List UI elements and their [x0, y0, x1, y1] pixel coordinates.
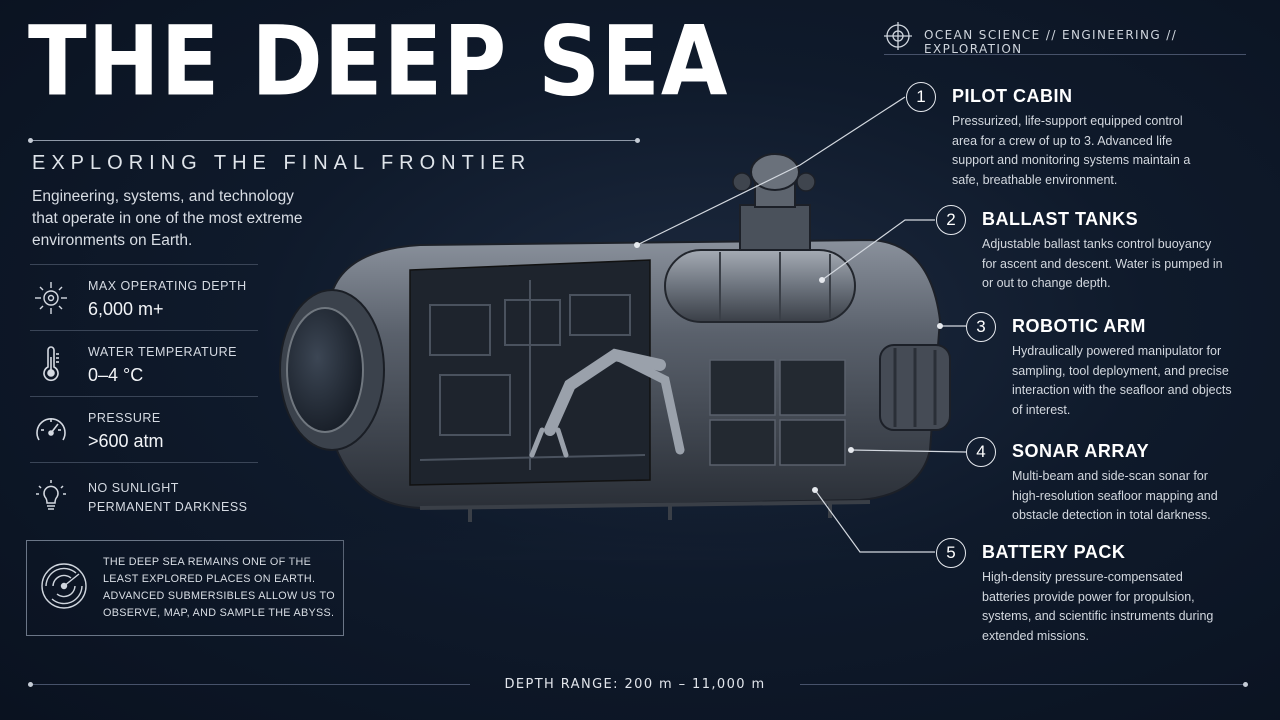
stat-value: PERMANENT DARKNESS	[88, 500, 248, 514]
tagline-text: OCEAN SCIENCE // ENGINEERING // EXPLORAT…	[924, 28, 1178, 56]
callout-number: 3	[966, 312, 996, 342]
divider-dot	[635, 138, 640, 143]
stat-label: WATER TEMPERATURE	[88, 345, 238, 359]
callout-title: BATTERY PACK	[982, 542, 1126, 562]
depth-range-label: DEPTH RANGE: 200 m – 11,000 m	[504, 677, 766, 692]
intro-text: Engineering, systems, and technology tha…	[32, 188, 303, 249]
stat-label: NO SUNLIGHT	[88, 481, 179, 495]
callout-title: SONAR ARRAY	[1012, 441, 1150, 461]
footer-divider-right	[800, 682, 1248, 687]
callout-title: ROBOTIC ARM	[1012, 316, 1146, 336]
sonar-icon	[41, 563, 87, 609]
crosshair-icon	[884, 22, 912, 50]
stat-value: 0–4 °C	[88, 365, 144, 385]
leader-endpoints	[634, 242, 943, 493]
callout-description: High-density pressure-compensated batter…	[982, 570, 1214, 643]
leader-line-ballast-tanks	[821, 219, 935, 281]
callout-description: Hydraulically powered manipulator for sa…	[1012, 344, 1232, 417]
robotic-arm	[529, 348, 685, 458]
tagline-divider	[884, 54, 1246, 55]
camera-pod	[796, 172, 816, 192]
pressure-gauge-icon	[36, 418, 66, 441]
thruster-rings	[893, 348, 937, 427]
stat-value: 6,000 m+	[88, 299, 164, 319]
callout-number: 5	[936, 538, 966, 568]
battery-modules	[709, 359, 846, 466]
page-subtitle: EXPLORING THE FINAL FRONTIER	[32, 152, 532, 174]
thermometer-icon	[43, 346, 59, 382]
divider-dot	[28, 682, 33, 687]
stat-pressure: PRESSURE >600 atm	[30, 396, 258, 463]
divider-dot	[28, 138, 33, 143]
divider-dot	[1243, 682, 1248, 687]
ballast-tank-bands	[719, 252, 831, 320]
viewport-dome	[286, 307, 364, 433]
stat-max-depth: MAX OPERATING DEPTH 6,000 m+	[30, 264, 258, 331]
callout-description: Adjustable ballast tanks control buoyanc…	[982, 237, 1223, 290]
observation-turret	[750, 153, 800, 191]
stat-value: >600 atm	[88, 431, 164, 451]
callout-number: 4	[966, 437, 996, 467]
callout-title: BALLAST TANKS	[982, 209, 1139, 229]
cabin-interior-structure	[419, 280, 646, 470]
camera-pod	[732, 172, 752, 192]
info-text: THE DEEP SEA REMAINS ONE OF THE LEAST EX…	[103, 556, 335, 619]
callout-description: Pressurized, life-support equipped contr…	[952, 114, 1191, 187]
leader-line-battery-pack	[814, 489, 935, 553]
callout-title: PILOT CABIN	[952, 86, 1073, 106]
info-box: THE DEEP SEA REMAINS ONE OF THE LEAST EX…	[26, 540, 344, 636]
leader-line-sonar-array	[850, 449, 967, 453]
title-divider	[28, 138, 640, 143]
stat-label: MAX OPERATING DEPTH	[88, 279, 247, 293]
leader-line-pilot-cabin	[636, 96, 906, 246]
stat-no-sunlight: NO SUNLIGHT PERMANENT DARKNESS	[30, 462, 258, 529]
stat-water-temperature: WATER TEMPERATURE 0–4 °C	[30, 330, 258, 397]
footer-divider-left	[28, 682, 470, 687]
tagline: OCEAN SCIENCE // ENGINEERING // EXPLORAT…	[884, 22, 1246, 56]
stat-label: PRESSURE	[88, 411, 161, 425]
depth-gauge-icon	[35, 282, 67, 314]
callout-number: 1	[906, 82, 936, 112]
callout-description: Multi-beam and side-scan sonar for high-…	[1012, 469, 1218, 522]
page-title: THE DEEP SEA	[28, 6, 729, 119]
submersible-illustration	[270, 153, 980, 560]
lightbulb-icon	[36, 480, 66, 510]
callout-number: 2	[936, 205, 966, 235]
